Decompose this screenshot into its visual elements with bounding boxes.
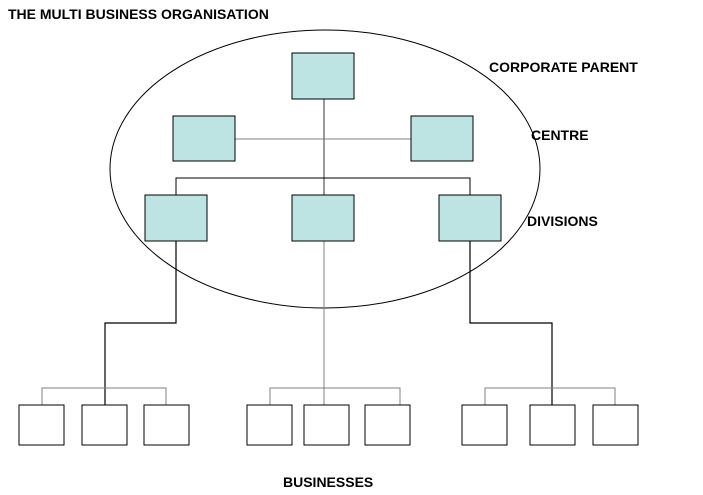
business-box-8 — [529, 404, 576, 446]
label-divisions: DIVISIONS — [527, 213, 598, 229]
business-box-5 — [303, 404, 350, 446]
business-boxes — [18, 404, 639, 446]
business-box-6 — [364, 404, 411, 446]
corporate-boundary-ellipse — [109, 29, 541, 309]
business-group-left-bar — [41, 387, 167, 405]
business-group-middle-bar — [269, 387, 401, 405]
business-box-4 — [246, 404, 293, 446]
division-box-middle — [291, 194, 355, 242]
division-box-right — [438, 194, 502, 242]
business-box-2 — [81, 404, 128, 446]
divisions-bar-line — [175, 177, 471, 195]
business-box-9 — [592, 404, 639, 446]
centre-box-left — [172, 115, 236, 162]
division-box-left — [144, 194, 208, 242]
business-box-1 — [18, 404, 65, 446]
label-businesses: BUSINESSES — [283, 474, 374, 490]
diagram-title: THE MULTI BUSINESS ORGANISATION — [8, 6, 269, 22]
left-division-route — [104, 241, 177, 405]
label-centre: CENTRE — [531, 127, 589, 143]
business-box-7 — [461, 404, 508, 446]
business-box-3 — [143, 404, 190, 446]
right-division-route — [469, 241, 553, 405]
connector-lines — [41, 99, 616, 405]
label-corporate-parent: CORPORATE PARENT — [489, 59, 638, 75]
centre-box-right — [410, 115, 474, 162]
business-group-right-bar — [484, 387, 616, 405]
corporate-parent-box — [291, 52, 355, 100]
